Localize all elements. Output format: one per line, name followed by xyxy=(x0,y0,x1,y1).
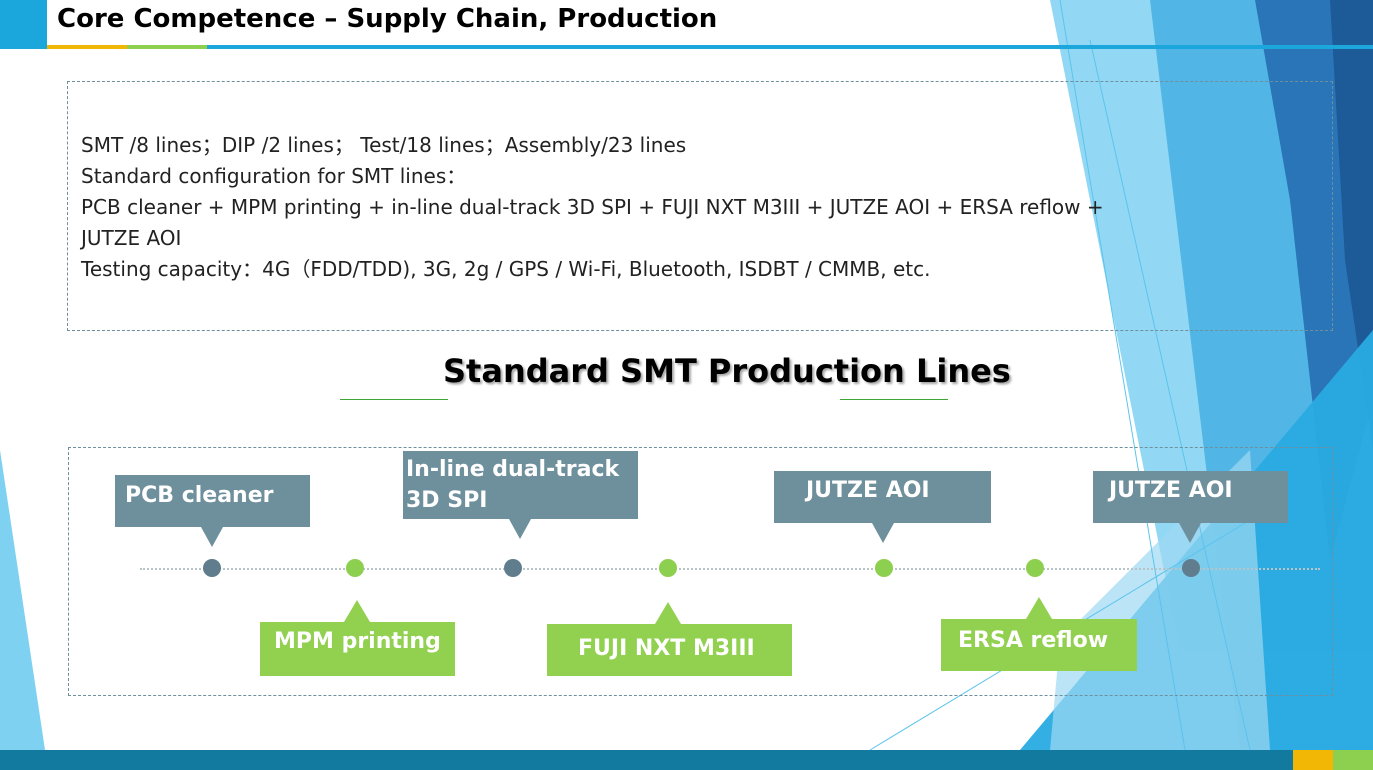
flow-dot-jutze-aoi-1 xyxy=(875,559,893,577)
heading-line-right xyxy=(840,399,948,400)
summary-line-capacity: SMT /8 lines；DIP /2 lines； Test/18 lines… xyxy=(81,133,687,157)
flow-step-3d-spi: In-line dual-track 3D SPI xyxy=(403,451,638,539)
summary-line-config-title: Standard configuration for SMT lines： xyxy=(81,164,467,188)
footer-accent-yellow xyxy=(1293,750,1333,770)
page-title: Core Competence – Supply Chain, Producti… xyxy=(57,4,718,34)
summary-line-config-2: JUTZE AOI xyxy=(81,226,182,250)
section-heading: Standard SMT Production Lines xyxy=(443,352,1011,390)
footer-bar xyxy=(0,750,1373,770)
bg-thin-line-1 xyxy=(1059,0,1186,751)
callout-pointer xyxy=(344,600,370,622)
flow-step-jutze-aoi-2: JUTZE AOI xyxy=(1093,471,1288,543)
flow-step-pcb-cleaner: PCB cleaner xyxy=(115,475,310,547)
title-accent-block xyxy=(0,0,47,49)
flow-box xyxy=(68,447,1333,696)
flow-step-fuji: FUJI NXT M3III xyxy=(547,602,792,676)
flow-step-mpm-printing: MPM printing xyxy=(260,600,455,676)
flow-dot-pcb-cleaner xyxy=(203,559,221,577)
title-underline-yellow xyxy=(47,45,127,49)
heading-line-left xyxy=(340,399,448,400)
callout-pointer xyxy=(1026,597,1052,619)
flow-dot-fuji xyxy=(659,559,677,577)
flow-track xyxy=(140,568,1320,570)
title-underline-green xyxy=(127,45,207,49)
title-underline xyxy=(47,45,1373,49)
flow-step-label: MPM printing xyxy=(274,629,441,654)
callout-pointer xyxy=(509,519,531,539)
flow-step-label: JUTZE AOI xyxy=(1109,478,1233,503)
summary-text: SMT /8 lines；DIP /2 lines； Test/18 lines… xyxy=(81,130,1281,285)
bg-shape-navy xyxy=(1330,0,1373,450)
flow-dot-3d-spi xyxy=(504,559,522,577)
callout-pointer xyxy=(872,523,894,543)
summary-line-config-1: PCB cleaner + MPM printing + in-line dua… xyxy=(81,195,1104,219)
flow-step-jutze-aoi-1: JUTZE AOI xyxy=(774,471,991,543)
callout-pointer xyxy=(655,602,681,624)
flow-dot-mpm-printing xyxy=(346,559,364,577)
bg-thin-line-2 xyxy=(1089,39,1251,751)
footer-accent-green xyxy=(1333,750,1373,770)
flow-dot-ersa-reflow xyxy=(1026,559,1044,577)
flow-step-label: PCB cleaner xyxy=(125,483,274,508)
flow-step-label: FUJI NXT M3III xyxy=(578,636,755,661)
flow-step-label: ERSA reflow xyxy=(958,628,1109,653)
flow-dot-jutze-aoi-2 xyxy=(1182,559,1200,577)
summary-box xyxy=(67,81,1333,331)
flow-step-ersa-reflow: ERSA reflow xyxy=(941,597,1137,671)
bg-shape-left-sliver xyxy=(0,450,45,750)
summary-line-testing: Testing capacity：4G（FDD/TDD), 3G, 2g / G… xyxy=(81,257,931,281)
flow-step-label-line1: In-line dual-track xyxy=(406,457,620,482)
callout-pointer xyxy=(1179,523,1201,543)
callout-pointer xyxy=(201,527,223,547)
flow-step-label-line2: 3D SPI xyxy=(406,488,488,513)
flow-step-label: JUTZE AOI xyxy=(806,478,930,503)
